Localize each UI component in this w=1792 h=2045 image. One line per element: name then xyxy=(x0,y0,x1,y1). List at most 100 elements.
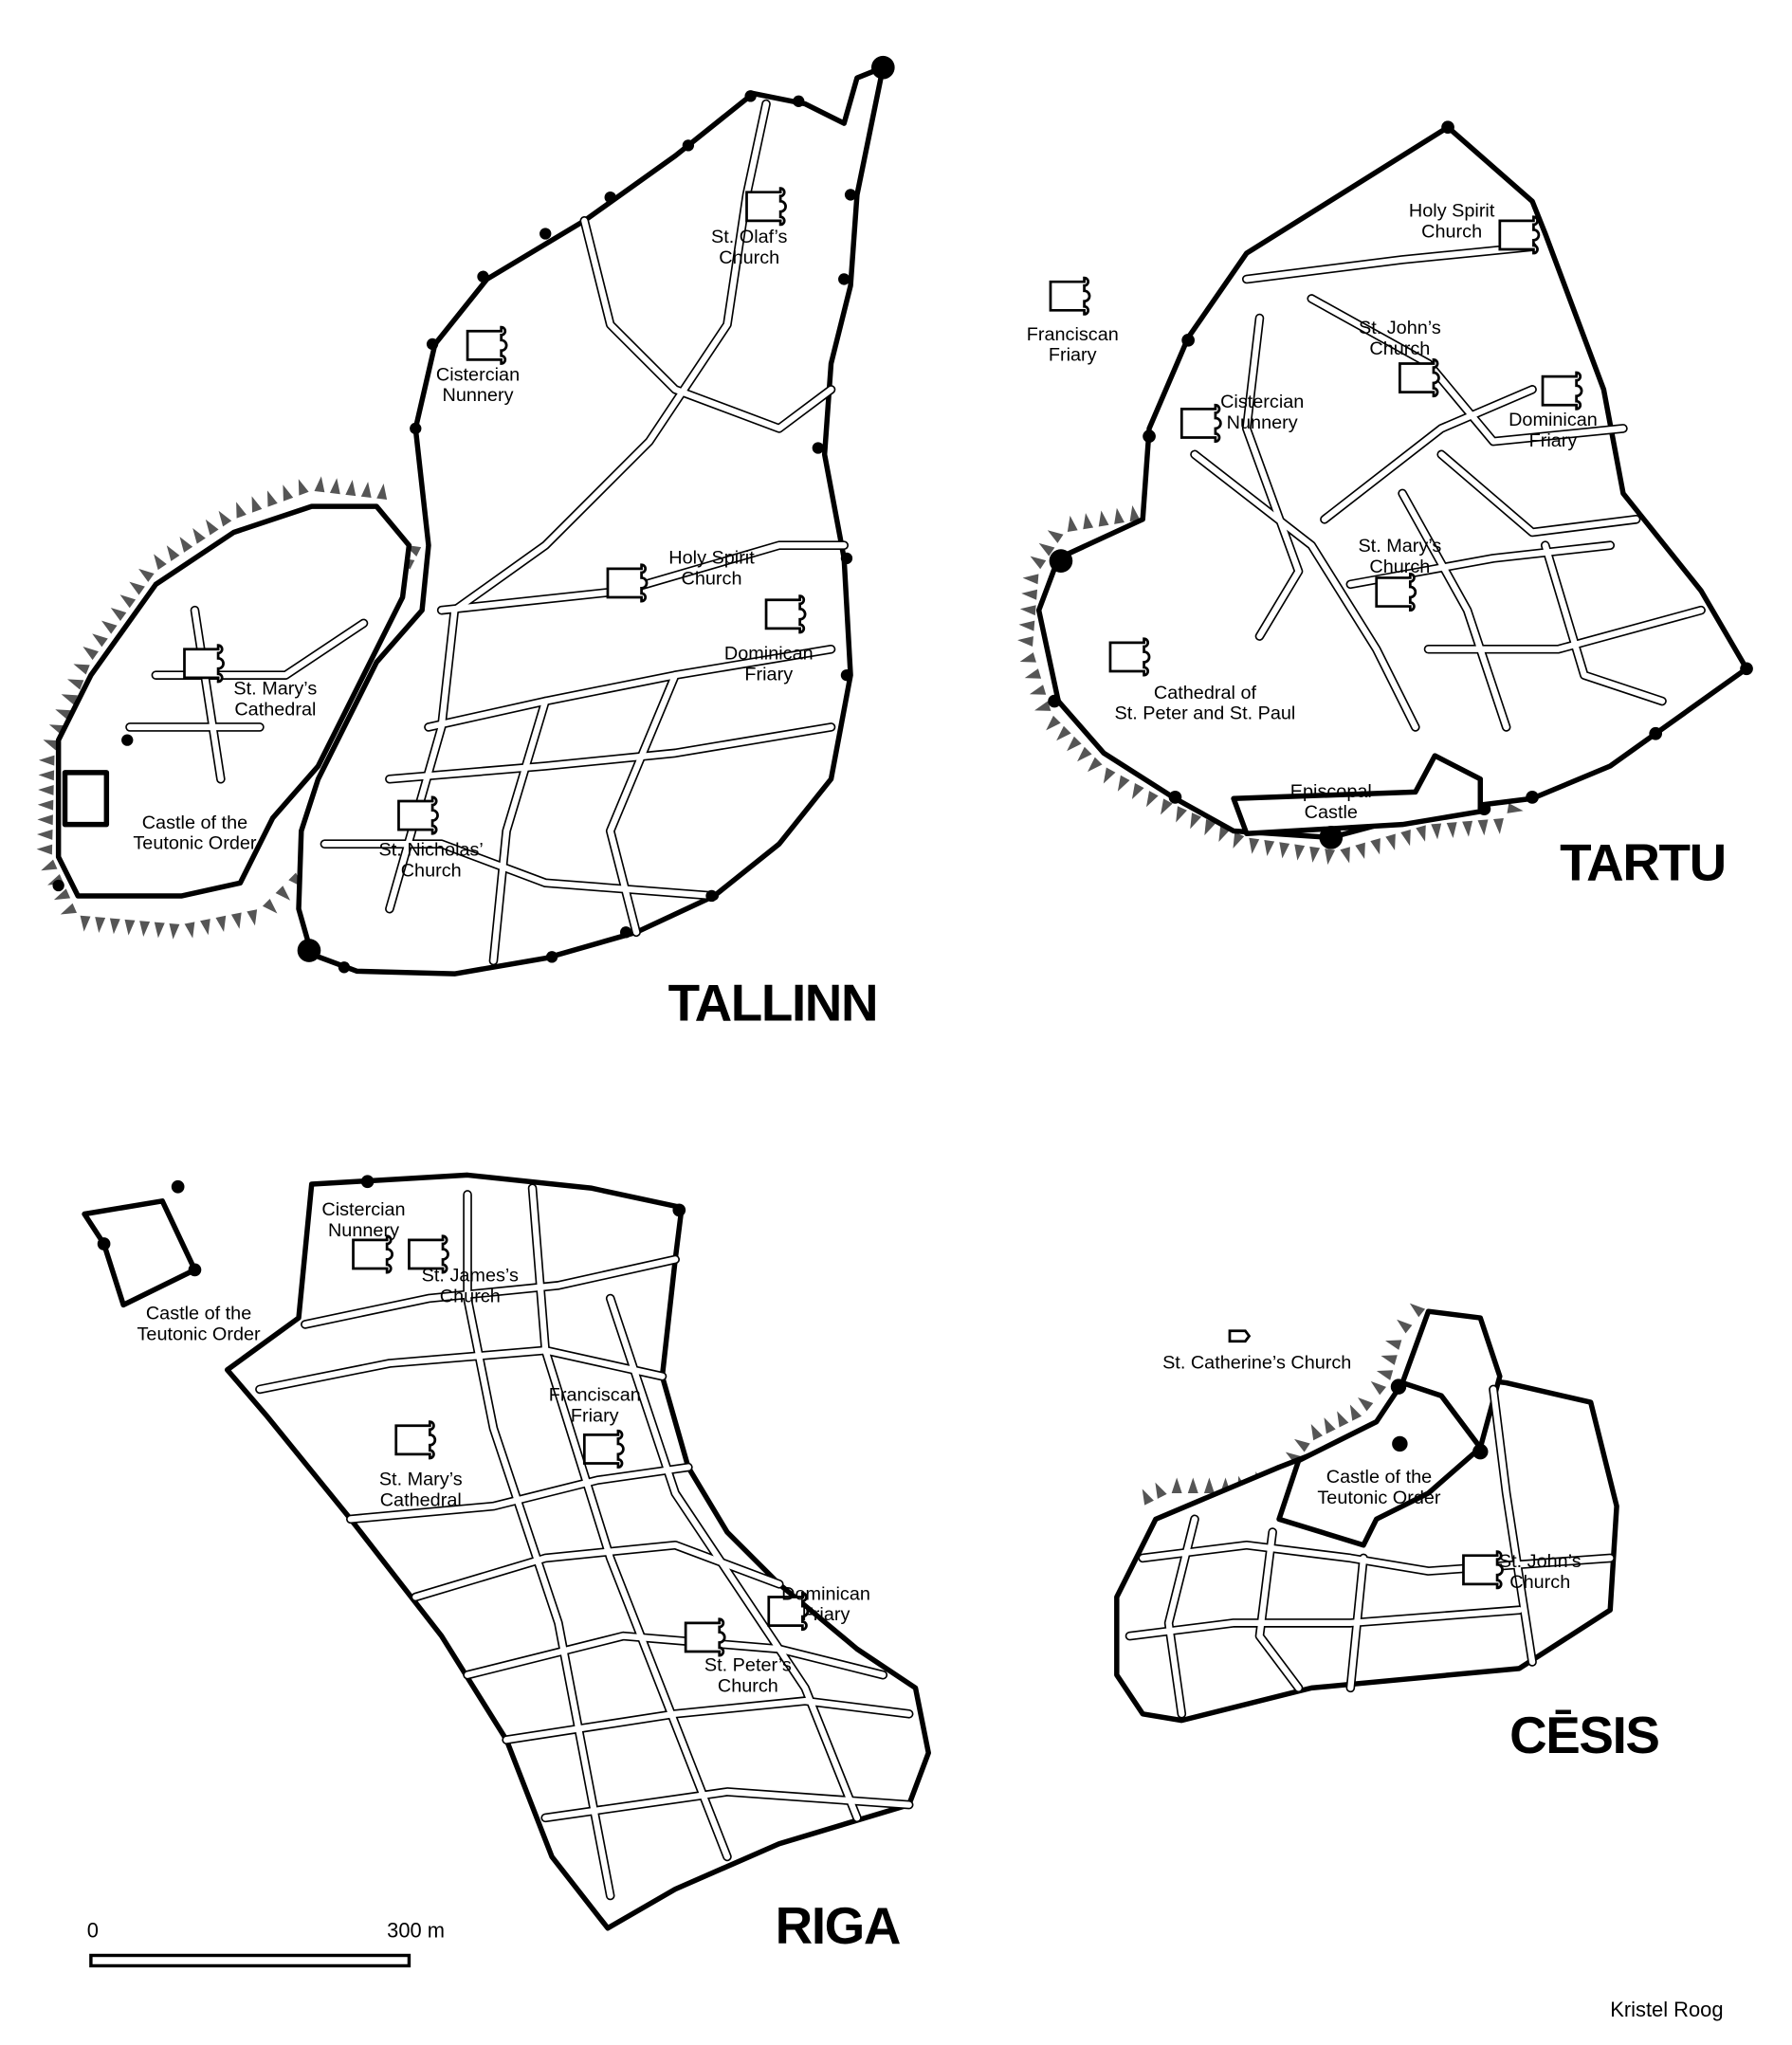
church-icon xyxy=(1179,403,1222,444)
scarp-icon xyxy=(1142,1488,1154,1506)
church-icon xyxy=(1228,1329,1252,1343)
label-st-catherines-church: St. Catherine’s Church xyxy=(1162,1352,1351,1373)
scarp-icon xyxy=(1019,652,1036,663)
scarp-icon xyxy=(119,594,137,609)
city-title-riga: RIGA xyxy=(776,1896,901,1955)
scarp-icon xyxy=(1029,685,1047,695)
street xyxy=(490,698,549,964)
scarp-icon xyxy=(247,909,258,926)
church-icon xyxy=(1462,1550,1504,1590)
scarp-icon xyxy=(1038,542,1055,557)
tower-icon xyxy=(1477,802,1491,816)
street xyxy=(347,1464,692,1523)
scarp-icon xyxy=(154,554,167,571)
scarp-icon xyxy=(1325,849,1336,866)
scarp-icon xyxy=(1310,1424,1323,1441)
street xyxy=(302,1256,679,1328)
scarp-icon xyxy=(1077,746,1092,762)
tower-icon xyxy=(682,139,695,152)
scarp-icon xyxy=(1249,837,1260,854)
city-title-tallinn: TALLINN xyxy=(668,973,878,1032)
scarp-icon xyxy=(1376,1370,1394,1380)
scarp-icon xyxy=(101,620,118,634)
tower-icon xyxy=(1392,1435,1408,1452)
street xyxy=(1399,490,1509,731)
scarp-icon xyxy=(1103,767,1116,784)
scale-start-label: 0 xyxy=(87,1918,99,1942)
scarp-icon xyxy=(283,484,294,502)
street xyxy=(1347,542,1614,588)
scarp-icon xyxy=(218,510,232,527)
street xyxy=(1490,1386,1536,1666)
scarp-icon xyxy=(1370,838,1381,855)
tower-icon xyxy=(360,1175,375,1189)
street xyxy=(1126,1607,1523,1639)
street xyxy=(1308,295,1627,445)
scarp-icon xyxy=(1190,813,1202,830)
scarp-icon xyxy=(124,919,136,936)
street xyxy=(386,607,458,912)
scarp-icon xyxy=(1024,668,1042,679)
scarp-icon xyxy=(1337,1411,1349,1428)
scarp-icon xyxy=(1355,842,1365,859)
scarp-icon xyxy=(73,664,90,675)
scarp-icon xyxy=(61,694,78,705)
scarp-icon xyxy=(1067,736,1082,752)
street xyxy=(1243,244,1536,283)
street xyxy=(607,672,679,936)
scarp-icon xyxy=(1018,620,1035,631)
tallinn-castle xyxy=(62,770,110,828)
scarp-icon xyxy=(36,844,53,855)
author-credit: Kristel Roog xyxy=(1610,1998,1723,2021)
scarp-icon xyxy=(1385,1340,1402,1350)
scarp-icon xyxy=(36,829,53,840)
church-icon xyxy=(684,1617,726,1657)
scarp-icon xyxy=(1056,725,1071,741)
scarp-icon xyxy=(1034,701,1051,711)
tower-icon xyxy=(838,273,850,285)
street xyxy=(464,1191,613,1899)
scarp-icon xyxy=(1176,806,1187,823)
scarp-icon xyxy=(1370,1380,1386,1396)
tower-icon xyxy=(844,189,857,201)
scarp-icon xyxy=(215,915,227,932)
street xyxy=(386,723,834,782)
scarp-icon xyxy=(1358,1397,1374,1412)
scarp-icon xyxy=(1340,847,1350,864)
scarp-icon xyxy=(266,490,278,507)
scarp-icon xyxy=(67,679,84,690)
church-icon xyxy=(1541,371,1583,411)
scarp-icon xyxy=(275,886,291,901)
tower-icon xyxy=(812,442,824,454)
tower-icon xyxy=(1649,726,1663,740)
scarp-icon xyxy=(376,483,388,500)
scale-bar-rect xyxy=(89,1953,411,1968)
church-icon xyxy=(764,594,807,634)
scale-end-label: 300 m xyxy=(387,1918,445,1942)
scarp-icon xyxy=(1294,1438,1310,1452)
scarp-icon xyxy=(166,545,180,561)
tower-icon xyxy=(1472,1443,1489,1460)
cesis-town-wall xyxy=(1114,1373,1619,1724)
church-icon xyxy=(183,644,225,684)
street xyxy=(438,542,848,613)
tower-icon xyxy=(705,889,718,903)
episcopal-castle xyxy=(1231,753,1484,836)
scarp-icon xyxy=(1309,846,1321,863)
